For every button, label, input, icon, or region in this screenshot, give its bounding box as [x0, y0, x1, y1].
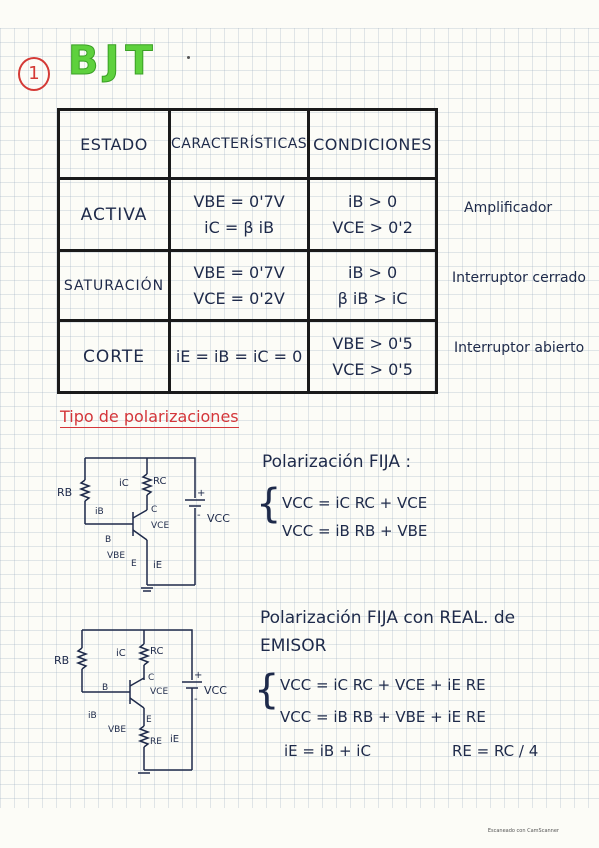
condition-line: VCE > 0'5 [332, 359, 413, 379]
header-estado: ESTADO [57, 108, 171, 180]
emitter-resistor-circuit: RB RC iC B iB C VCE VBE E RE iE + VCC - [54, 629, 227, 774]
label-rc: RC [153, 476, 166, 487]
section2-title-line1: Polarización FIJA con REAL. de [260, 608, 516, 628]
section1-eq1: VCC = iC RC + VCE [282, 494, 428, 512]
label-vce: VCE [150, 687, 168, 697]
conditions-cell: iB > 0 β iB > iC [307, 249, 438, 322]
ink-dot [187, 56, 190, 59]
section2-title-line2: EMISOR [260, 636, 327, 656]
label-b: B [105, 535, 111, 545]
condition-line: VBE > 0'5 [332, 333, 413, 353]
table-row: CORTE iE = iB = iC = 0 VBE > 0'5 VCE > 0… [57, 319, 438, 394]
section-number: 1 [18, 57, 50, 91]
label-re: RE [150, 737, 162, 747]
state-cell: SATURACIÓN [57, 249, 171, 322]
fixed-bias-circuit: RB RC iC iB B C VCE VBE E iE + VCC - [57, 457, 230, 592]
label-ic: iC [116, 648, 126, 659]
label-vcc: VCC [207, 512, 230, 525]
table-row: SATURACIÓN VBE = 0'7V VCE = 0'2V iB > 0 … [57, 249, 438, 322]
note-amplificador: Amplificador [464, 200, 553, 216]
conditions-cell: iB > 0 VCE > 0'2 [307, 177, 438, 252]
label-c: C [148, 673, 154, 683]
label-vce: VCE [151, 521, 169, 531]
header-condiciones: CONDICIONES [307, 108, 438, 180]
note-interruptor-cerrado: Interruptor cerrado [452, 270, 586, 286]
condition-line: β iB > iC [337, 288, 408, 308]
label-vbe: VBE [108, 725, 126, 735]
label-ie: iE [153, 560, 162, 571]
table-header-row: ESTADO CARACTERÍSTICAS CONDICIONES [57, 108, 438, 180]
label-rb: RB [57, 486, 72, 499]
label-minus: - [194, 694, 198, 705]
condition-line: iB > 0 [348, 262, 398, 282]
characteristic-line: iC = β iB [204, 217, 275, 237]
section2-eq4: RE = RC / 4 [452, 742, 539, 760]
note-interruptor-abierto: Interruptor abierto [454, 340, 585, 356]
condition-line: VCE > 0'2 [332, 217, 413, 237]
scanner-footer: Escaneado con CamScanner [487, 828, 559, 834]
label-rc: RC [150, 646, 163, 657]
label-minus: - [197, 510, 201, 521]
section-subtitle: Tipo de polarizaciones [60, 407, 239, 428]
label-ib: iB [95, 507, 104, 517]
label-plus: + [197, 488, 205, 499]
label-e: E [131, 559, 137, 569]
brace: { [256, 481, 282, 527]
condition-line: iB > 0 [348, 191, 398, 211]
label-ic: iC [119, 478, 129, 489]
section2-eq1: VCC = iC RC + VCE + iE RE [280, 676, 486, 694]
section2-eq3: iE = iB + iC [284, 742, 371, 760]
label-ib: iB [88, 711, 97, 721]
label-ie: iE [170, 734, 179, 745]
label-b: B [102, 683, 108, 693]
characteristic-line: VCE = 0'2V [193, 288, 285, 308]
bjt-states-table: ESTADO CARACTERÍSTICAS CONDICIONES ACTIV… [57, 108, 438, 394]
state-cell: ACTIVA [57, 177, 171, 252]
section1-eq2: VCC = iB RB + VBE [282, 522, 428, 540]
label-vcc: VCC [204, 684, 227, 697]
page-title: BJT [68, 38, 159, 85]
label-vbe: VBE [107, 551, 125, 561]
label-plus: + [194, 670, 202, 681]
characteristics-cell: VBE = 0'7V VCE = 0'2V [167, 249, 311, 322]
section2-eq2: VCC = iB RB + VBE + iE RE [280, 708, 486, 726]
characteristic-line: VBE = 0'7V [193, 191, 285, 211]
section1-title: Polarización FIJA : [262, 452, 412, 472]
characteristic-line: VBE = 0'7V [193, 262, 285, 282]
characteristics-cell: VBE = 0'7V iC = β iB [167, 177, 311, 252]
conditions-cell: VBE > 0'5 VCE > 0'5 [307, 319, 438, 394]
label-e: E [146, 715, 152, 725]
characteristics-cell: iE = iB = iC = 0 [167, 319, 311, 394]
label-c: C [151, 505, 157, 515]
label-rb: RB [54, 654, 69, 667]
brace: { [254, 667, 280, 713]
characteristic-line: iE = iB = iC = 0 [175, 346, 303, 366]
state-cell: CORTE [57, 319, 171, 394]
table-row: ACTIVA VBE = 0'7V iC = β iB iB > 0 VCE >… [57, 177, 438, 252]
header-caracteristicas: CARACTERÍSTICAS [167, 108, 311, 180]
